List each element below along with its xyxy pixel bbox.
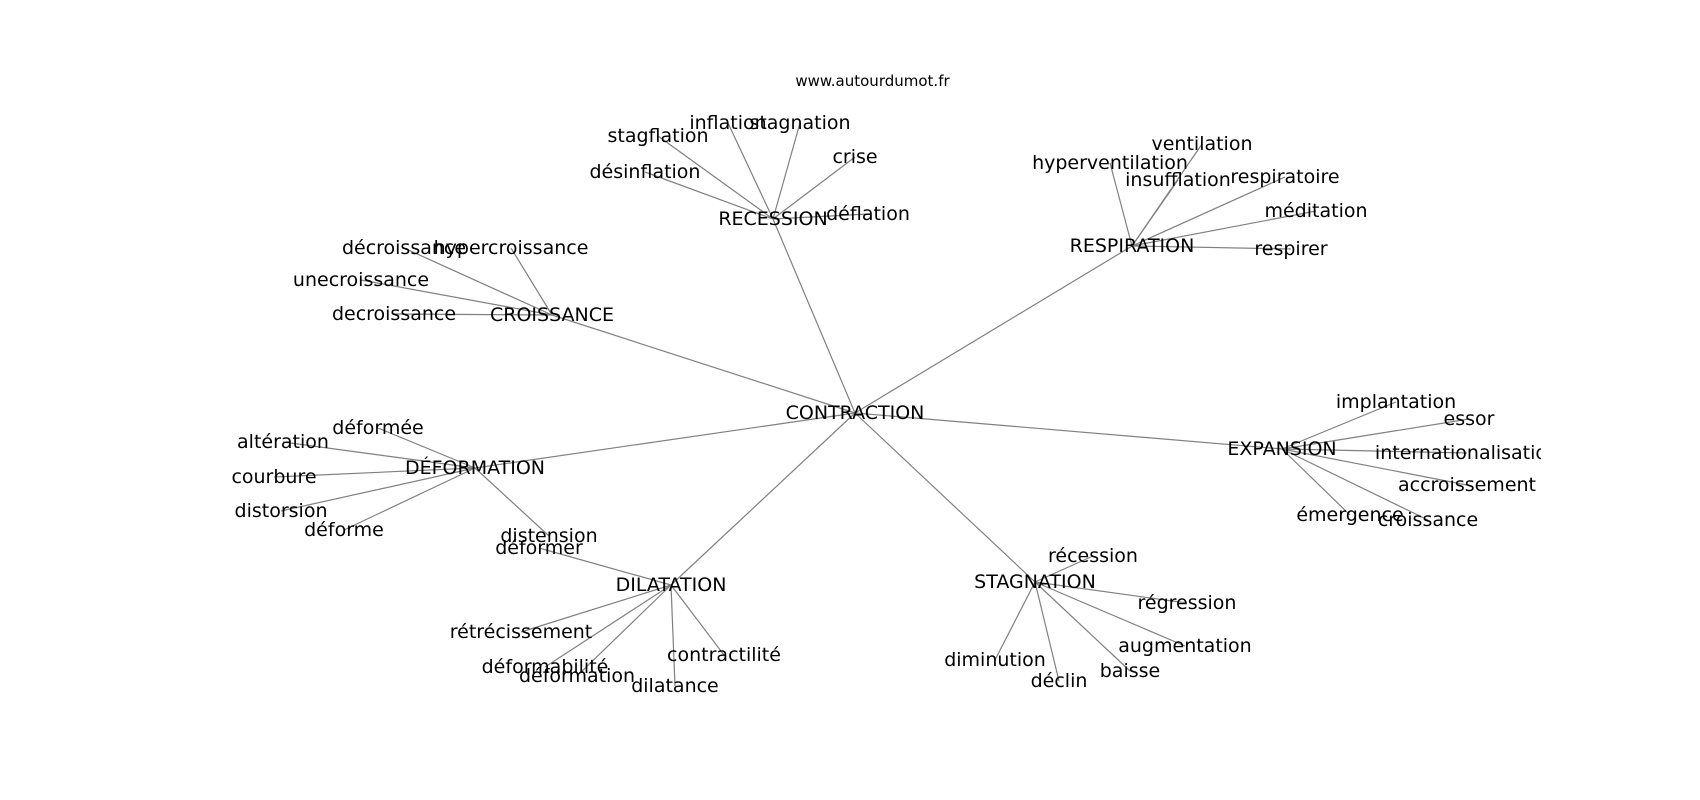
edge-stagnation-leaf (1034, 581, 1131, 672)
edge-croissance-leaf (403, 247, 553, 316)
leaf-node-label: décroissance (342, 237, 466, 259)
edge-center-stagnation (854, 412, 1036, 583)
leaf-node-label: respiratoire (1230, 166, 1339, 188)
edge-expansion-leaf (1281, 401, 1397, 450)
edge-respiration-leaf (1109, 162, 1133, 247)
edge-expansion-leaf (1281, 448, 1351, 516)
leaf-node-label: baisse (1100, 660, 1160, 682)
leaf-node-label: déformée (332, 417, 423, 439)
leaf-node-label: méditation (1264, 200, 1367, 222)
leaf-node-label: croissance (1378, 509, 1478, 531)
edge-expansion-leaf (1281, 448, 1468, 454)
edge-expansion-leaf (1281, 418, 1470, 450)
leaf-node-label: courbure (231, 466, 316, 488)
edge-croissance-leaf (393, 313, 553, 316)
leaf-node-label: dilatance (631, 675, 719, 697)
edge-dilatation-leaf (538, 547, 672, 586)
edge-center-croissance (551, 314, 856, 414)
leaf-node-label: insufflation (1125, 169, 1231, 191)
edge-stagnation-leaf (1034, 581, 1060, 682)
edge-dilatation-leaf (670, 584, 725, 656)
hub-node-label: DILATATION (616, 574, 727, 596)
edge-center-expansion (854, 412, 1283, 450)
leaf-node-label: inflation (689, 112, 766, 134)
hub-node-label: STAGNATION (974, 571, 1096, 593)
edge-recession-leaf (657, 135, 774, 220)
leaf-node-label: émergence (1296, 504, 1403, 526)
edge-deformation-leaf (377, 427, 476, 469)
leaf-node-label: déflation (826, 203, 910, 225)
edge-respiration-leaf (1131, 210, 1317, 247)
center-node-label: CONTRACTION (786, 402, 925, 424)
leaf-node-label: désinflation (590, 161, 701, 183)
edge-respiration-leaf (1131, 176, 1286, 247)
edge-dilatation-leaf (544, 584, 672, 668)
leaf-node-label: respirer (1254, 238, 1327, 260)
edge-recession-leaf (772, 122, 801, 220)
leaf-node-label: altération (237, 431, 329, 453)
edge-recession-leaf (772, 156, 856, 220)
leaf-node-label: ventilation (1151, 133, 1252, 155)
leaf-node-label: accroissement (1398, 474, 1536, 496)
hub-node-label: CROISSANCE (490, 304, 614, 326)
edge-deformation-leaf (282, 441, 476, 469)
edge-center-dilatation (670, 412, 856, 586)
edge-center-recession (772, 218, 856, 414)
leaf-node-label: déformation (519, 665, 635, 687)
leaf-node-label: régression (1138, 592, 1237, 614)
leaf-node-label: unecroissance (293, 269, 429, 291)
leaf-node-label: distension (500, 525, 597, 547)
edge-stagnation-leaf (994, 581, 1036, 661)
leaf-node-label: hyperventilation (1032, 152, 1188, 174)
leaf-node-label: implantation (1336, 391, 1456, 413)
leaf-node-label: essor (1444, 408, 1495, 430)
hub-node-label: RECESSION (718, 208, 827, 230)
edge-deformation-leaf (343, 467, 476, 531)
leaf-node-label: déformer (495, 537, 583, 559)
edge-expansion-leaf (1281, 448, 1468, 486)
hub-node-label: RESPIRATION (1070, 235, 1195, 257)
edge-center-respiration (854, 245, 1133, 414)
leaf-node-label: déclin (1031, 670, 1088, 692)
edge-deformation-leaf (280, 467, 476, 512)
edge-stagnation-leaf (1034, 581, 1186, 647)
leaf-node-label: crise (832, 146, 877, 168)
leaf-node-label: distorsion (235, 500, 328, 522)
leaf-node-label: déforme (304, 519, 384, 541)
edge-deformation-leaf (474, 467, 550, 537)
hub-node-label: EXPANSION (1227, 438, 1336, 460)
edge-recession-leaf (727, 122, 774, 220)
edge-stagnation-leaf (1034, 555, 1094, 583)
edge-croissance-leaf (360, 279, 553, 316)
leaf-node-label: déformabilité (482, 656, 609, 678)
leaf-node-label: stagnation (749, 112, 850, 134)
edge-recession-leaf (772, 213, 869, 220)
leaf-node-label: stagflation (607, 125, 708, 147)
edge-respiration-leaf (1131, 245, 1292, 250)
leaf-node-label: internationalisation (1375, 442, 1541, 464)
edge-dilatation-leaf (576, 584, 672, 677)
leaf-node-label: récession (1048, 545, 1138, 567)
edge-dilatation-leaf (520, 584, 672, 633)
leaf-node-label: hypercroissance (434, 237, 589, 259)
edge-expansion-leaf (1281, 448, 1429, 521)
leaf-node-label: diminution (944, 649, 1046, 671)
watermark: www.autourdumot.fr (795, 72, 950, 90)
edge-croissance-leaf (510, 247, 553, 316)
leaf-node-label: augmentation (1118, 635, 1251, 657)
leaf-node-label: decroissance (332, 303, 456, 325)
edge-respiration-leaf (1131, 179, 1179, 247)
edge-recession-leaf (644, 171, 774, 220)
edge-stagnation-leaf (1034, 581, 1188, 604)
leaf-node-label: contractilité (667, 644, 781, 666)
edge-deformation-leaf (273, 467, 476, 478)
hub-node-label: DÉFORMATION (405, 456, 545, 479)
edge-center-deformation (474, 412, 856, 469)
edge-dilatation-leaf (670, 584, 676, 687)
leaf-node-label: rétrécissement (450, 621, 593, 643)
